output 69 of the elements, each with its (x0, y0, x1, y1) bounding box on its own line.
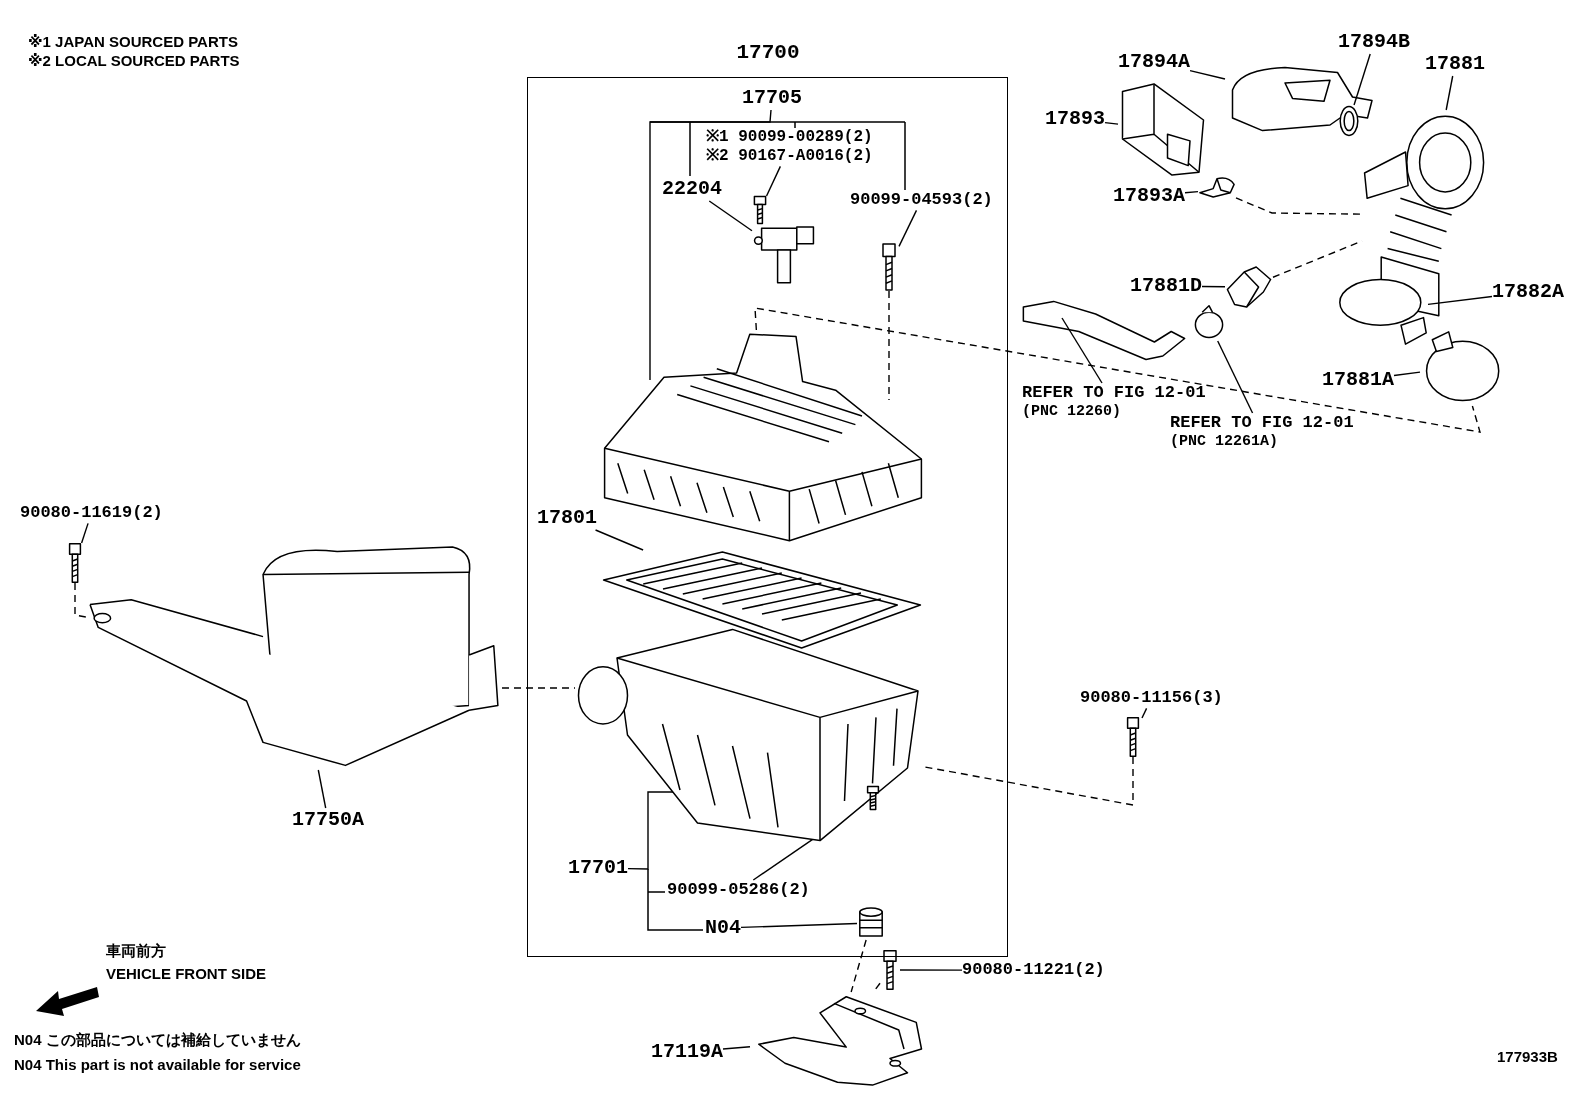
part-number: N04 (705, 916, 741, 940)
assembly-line (754, 307, 1481, 433)
bolt-drawing (879, 243, 899, 291)
leader-line (1427, 295, 1493, 306)
part-number: 17701 (568, 856, 628, 880)
leader-line (1184, 191, 1199, 194)
leader-line (1201, 285, 1226, 288)
assembly-line (850, 939, 867, 993)
small-clamp-drawing (1192, 305, 1226, 341)
leader-line (708, 200, 753, 232)
part-number: 17801 (537, 506, 597, 530)
leader-line (1061, 317, 1103, 384)
assembly-line (924, 756, 1134, 806)
footnote: ※2 LOCAL SOURCED PARTS (28, 52, 240, 70)
leader-line (649, 109, 772, 381)
part-number: 17894B (1338, 30, 1410, 54)
part-number: 22204 (662, 177, 722, 201)
leader-line (740, 922, 858, 929)
direction-label: VEHICLE FRONT SIDE (106, 965, 266, 982)
assembly-line (501, 687, 576, 689)
reference-note: (PNC 12261A) (1170, 433, 1279, 452)
assembly-line (1235, 197, 1363, 215)
grommet-drawing (857, 906, 885, 940)
part-number: 90080-11156(3) (1080, 688, 1223, 709)
part-number: 17700 (736, 40, 800, 66)
part-number: 17881A (1322, 368, 1394, 392)
part-number: 90099-04593(2) (850, 190, 993, 211)
part-number: 17705 (742, 86, 802, 110)
reference-note: (PNC 12260) (1022, 403, 1122, 422)
bolt-drawing (864, 786, 882, 810)
leader-line (594, 529, 644, 551)
leader-line (80, 522, 89, 544)
leader-line (1104, 121, 1119, 125)
note: N04 This part is not available for service (14, 1056, 301, 1073)
footnote: ※1 JAPAN SOURCED PARTS (28, 33, 238, 51)
assembly-line (888, 290, 890, 401)
bolt-drawing (880, 950, 900, 990)
part-number: 17893A (1113, 184, 1185, 208)
leader-line (765, 165, 782, 197)
reference-note: REFER TO FIG 12-01 (1022, 383, 1206, 404)
leader-line (722, 1046, 751, 1050)
part-number: 90080-11221(2) (962, 960, 1105, 981)
part-number: 17882A (1492, 280, 1564, 304)
part-number: 17893 (1045, 107, 1105, 131)
leader-line (1189, 69, 1226, 80)
leader-line (1393, 371, 1421, 377)
part-number: 90080-11619(2) (20, 503, 163, 524)
leader-line (1217, 340, 1254, 414)
leader-line (1141, 707, 1148, 719)
bolt-drawing (1124, 717, 1142, 757)
part-number: 17119A (651, 1040, 723, 1064)
leader-line (898, 209, 918, 248)
note: N04 この部品については補給していません (14, 1031, 301, 1050)
leader-line (899, 969, 963, 971)
part-number: 90099-05286(2) (667, 880, 810, 901)
ring-drawing (1338, 105, 1360, 137)
part-number: 17881D (1130, 274, 1202, 298)
direction-label: 車両前方 (106, 942, 166, 961)
figure-number: 177933B (1497, 1048, 1558, 1065)
bolt-drawing (66, 543, 84, 583)
part-number: 17750A (292, 808, 364, 832)
leader-line (1445, 75, 1454, 111)
screw-drawing (752, 196, 768, 224)
leader-line (317, 769, 327, 809)
reference-note: REFER TO FIG 12-01 (1170, 413, 1354, 434)
part-number: 17894A (1118, 50, 1190, 74)
part-number: ※2 90167-A0016(2) (706, 147, 873, 167)
part-number: 17881 (1425, 52, 1485, 76)
part-number: ※1 90099-00289(2) (706, 128, 873, 148)
